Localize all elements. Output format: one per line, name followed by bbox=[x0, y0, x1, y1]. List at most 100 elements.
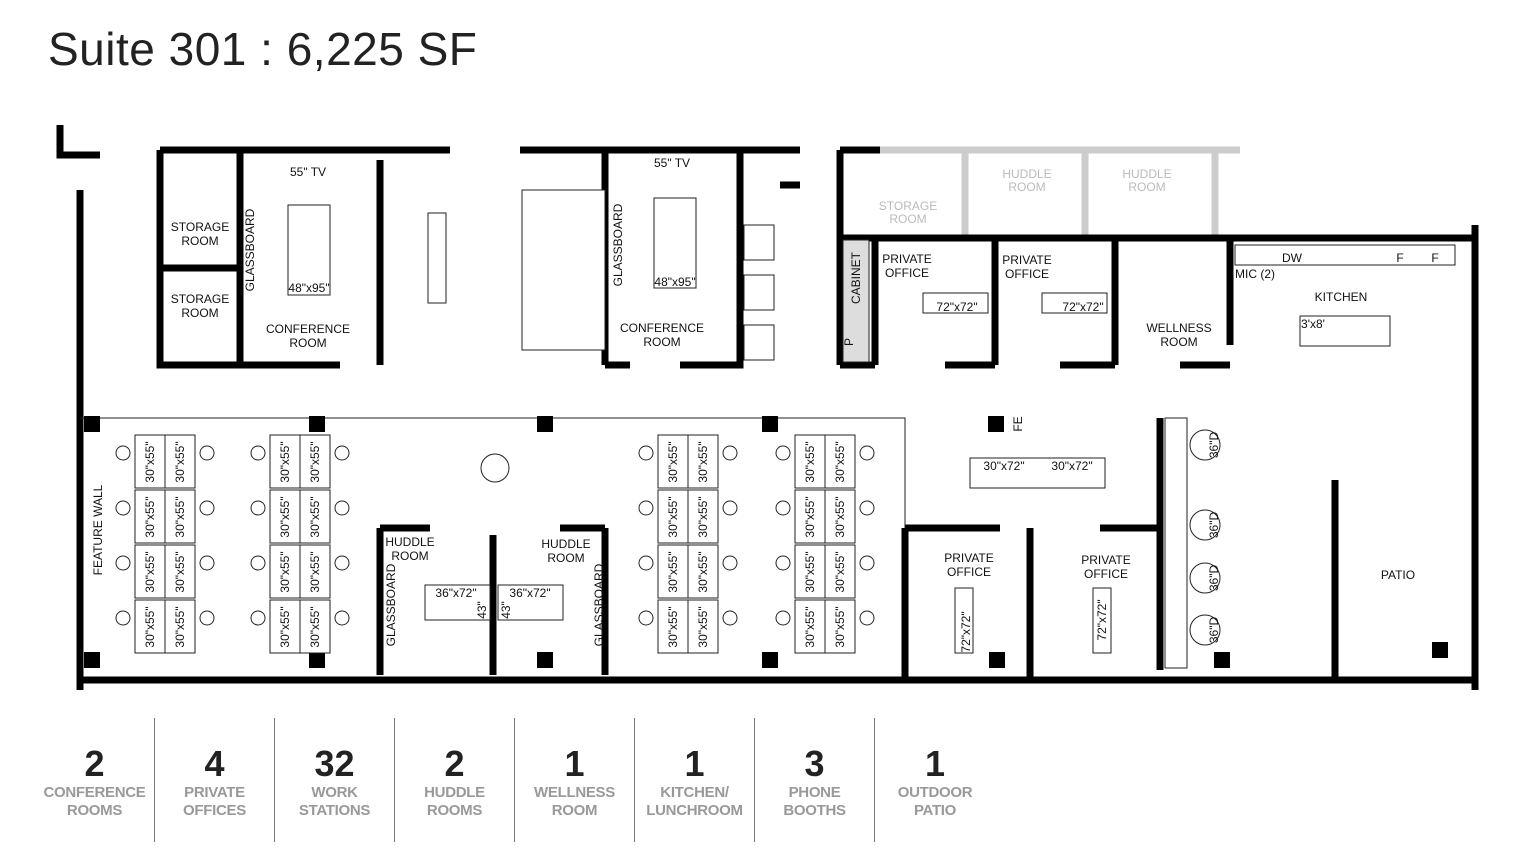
chair bbox=[250, 610, 266, 626]
workstation-desk bbox=[164, 434, 196, 489]
storage-label: STORAGE bbox=[171, 292, 229, 306]
table-size: 48"x95" bbox=[288, 281, 329, 295]
table-size: 43" bbox=[475, 601, 489, 619]
huddle-label: HUDDLE bbox=[385, 535, 434, 549]
chair bbox=[722, 610, 738, 626]
workstation-desk bbox=[164, 544, 196, 599]
column bbox=[84, 652, 100, 668]
workstation-size: 30"x55" bbox=[833, 606, 847, 647]
chair bbox=[859, 500, 875, 516]
workstation-size: 30"x55" bbox=[173, 606, 187, 647]
wellness-label: WELLNESS bbox=[1146, 321, 1211, 335]
chair bbox=[859, 445, 875, 461]
fridge-label: F bbox=[1396, 251, 1403, 265]
workstation-size: 30"x55" bbox=[278, 441, 292, 482]
workstation-desk bbox=[299, 544, 331, 599]
column bbox=[309, 416, 325, 432]
chair bbox=[199, 610, 215, 626]
workstation-desk bbox=[134, 544, 166, 599]
conference-table bbox=[287, 204, 331, 296]
workstation-desk bbox=[299, 489, 331, 544]
workstation-desk bbox=[824, 599, 856, 654]
ghost-huddle-label: ROOM bbox=[1008, 180, 1045, 194]
office-label: PRIVATE bbox=[1081, 553, 1131, 567]
chair bbox=[115, 555, 131, 571]
stat-label: CONFERENCE bbox=[43, 784, 146, 801]
column bbox=[1214, 652, 1230, 668]
workstation-size: 30"x55" bbox=[173, 441, 187, 482]
stat-value: 2 bbox=[84, 743, 105, 784]
chair bbox=[334, 500, 350, 516]
huddle-label: ROOM bbox=[391, 549, 428, 563]
stat-value: 1 bbox=[924, 743, 946, 784]
workstation-size: 30"x55" bbox=[696, 551, 710, 592]
chair bbox=[115, 445, 131, 461]
conference-label: ROOM bbox=[289, 336, 326, 350]
fridge-label: F bbox=[1431, 251, 1438, 265]
room-labels: 55" TV 55" TV STORAGE ROOM STORAGE ROOM … bbox=[91, 156, 1456, 669]
table-size: 48"x95" bbox=[654, 275, 695, 289]
conference-label: CONFERENCE bbox=[620, 321, 704, 335]
workstation-desk bbox=[164, 599, 196, 654]
workstation-desk bbox=[687, 489, 719, 544]
workstation-desk bbox=[794, 434, 826, 489]
column bbox=[762, 652, 778, 668]
patio-label: PATIO bbox=[1381, 568, 1415, 582]
workstation-desk bbox=[657, 544, 689, 599]
glassboard-label: GLASSBOARD bbox=[243, 208, 257, 291]
chair bbox=[775, 555, 791, 571]
stat-value: 3 bbox=[804, 743, 825, 784]
ghost-huddle-label: HUDDLE bbox=[1122, 167, 1171, 181]
workstation-desk bbox=[269, 489, 301, 544]
stat-label: WELLNESS bbox=[534, 784, 615, 801]
glassboard-label: GLASSBOARD bbox=[384, 563, 398, 646]
workstation-desk bbox=[269, 434, 301, 489]
workstation-size: 30"x55" bbox=[666, 606, 680, 647]
ghost-huddle-label: ROOM bbox=[1128, 180, 1165, 194]
office-label: OFFICE bbox=[885, 266, 929, 280]
feature-wall-label: FEATURE WALL bbox=[91, 484, 105, 575]
stat-label: LUNCHROOM bbox=[646, 802, 743, 819]
ghost-huddle-label: HUDDLE bbox=[1002, 167, 1051, 181]
chair bbox=[638, 445, 654, 461]
workstation-desk bbox=[299, 599, 331, 654]
workstation-size: 30"x55" bbox=[696, 606, 710, 647]
glassboard-label: GLASSBOARD bbox=[611, 203, 625, 286]
glassboard-label: GLASSBOARD bbox=[592, 563, 606, 646]
workstation-desk bbox=[824, 489, 856, 544]
stat-value: 2 bbox=[444, 743, 465, 784]
chair bbox=[115, 500, 131, 516]
workstation-desk bbox=[299, 434, 331, 489]
workstation-desk bbox=[824, 544, 856, 599]
workstation-desk bbox=[687, 599, 719, 654]
chair bbox=[722, 445, 738, 461]
workstation-size: 30"x55" bbox=[833, 496, 847, 537]
desk-size: 72"x72" bbox=[1095, 599, 1109, 640]
column bbox=[989, 652, 1005, 668]
table-size: 36"D bbox=[1207, 432, 1221, 459]
chair bbox=[250, 445, 266, 461]
chair bbox=[638, 555, 654, 571]
stat-value: 1 bbox=[564, 743, 585, 784]
office-label: OFFICE bbox=[1005, 267, 1049, 281]
office-label: PRIVATE bbox=[944, 551, 994, 565]
round-table bbox=[1189, 509, 1221, 541]
workstation-desk bbox=[134, 599, 166, 654]
chair bbox=[722, 500, 738, 516]
workstation-size: 30"x55" bbox=[803, 496, 817, 537]
desk-size: 72"x72" bbox=[959, 611, 973, 652]
workstation-size: 30"x55" bbox=[173, 551, 187, 592]
storage-label: ROOM bbox=[181, 306, 218, 320]
round-table bbox=[1189, 614, 1221, 646]
chair bbox=[775, 500, 791, 516]
workstation-size: 30"x55" bbox=[696, 441, 710, 482]
column bbox=[537, 652, 553, 668]
workstation-size: 30"x55" bbox=[308, 551, 322, 592]
workstation-size: 30"x55" bbox=[278, 606, 292, 647]
workstation-size: 30"x55" bbox=[308, 441, 322, 482]
